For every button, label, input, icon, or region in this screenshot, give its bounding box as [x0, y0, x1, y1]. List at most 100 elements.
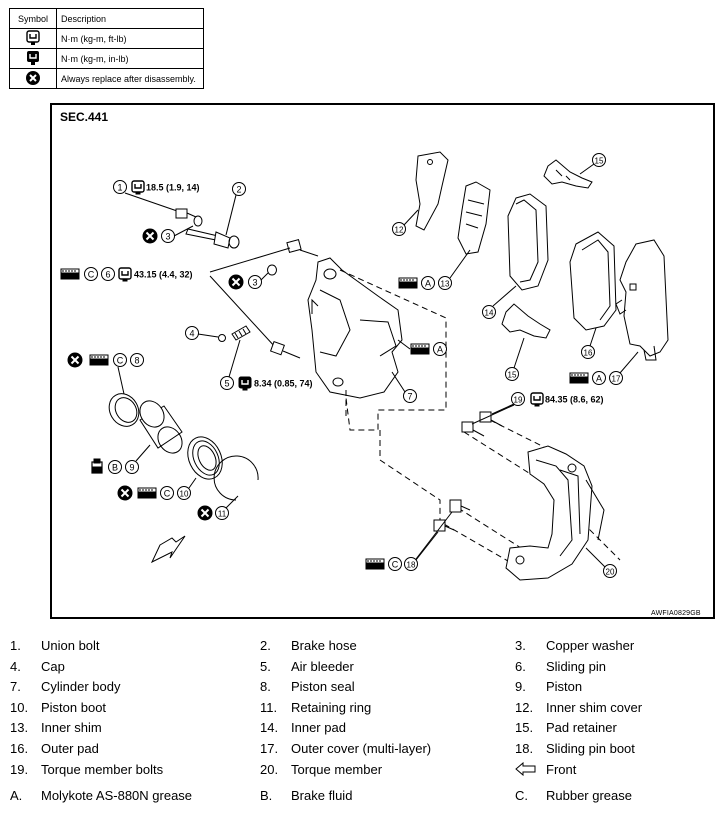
torque-label-6: 43.15 (4.4, 32)	[134, 270, 193, 280]
cylinder-body	[307, 257, 403, 399]
callout-c4: C	[388, 557, 402, 571]
svg-text:2: 2	[236, 185, 241, 195]
piston	[139, 400, 183, 454]
svg-text:5: 5	[224, 379, 229, 389]
callout-10: 10	[177, 486, 191, 500]
inner-pad	[507, 193, 549, 291]
svg-text:A: A	[425, 279, 431, 289]
callout-3: 3	[161, 229, 175, 243]
always-replace-icon	[228, 274, 244, 290]
callout-4: 4	[185, 326, 199, 340]
callout-19: 19	[511, 392, 525, 406]
inner-shim	[457, 181, 491, 255]
svg-text:4: 4	[189, 329, 194, 339]
svg-text:A: A	[596, 374, 602, 384]
callout-15: 15	[592, 153, 606, 167]
piston-boot	[187, 436, 223, 480]
outer-pad	[569, 231, 617, 331]
callout-9: 9	[125, 460, 139, 474]
brake-fluid-icon	[91, 458, 103, 474]
callout-8: 8	[130, 353, 144, 367]
callout-a: A	[433, 342, 447, 356]
symbol-table-header: Symbol Description	[9, 8, 204, 29]
callout-c: C	[84, 267, 98, 281]
callout-5: 5	[220, 376, 234, 390]
inner-shim-cover	[415, 151, 449, 231]
svg-text:B: B	[112, 463, 118, 473]
svg-text:C: C	[392, 560, 399, 570]
torque-label-1: 18.5 (1.9, 14)	[146, 183, 200, 193]
svg-text:C: C	[117, 356, 124, 366]
union-bolt	[175, 208, 203, 227]
always-replace-icon	[197, 505, 213, 521]
svg-text:9: 9	[129, 463, 134, 473]
symbol-table: Symbol Description N·m (kg-m, ft-lb) N·m…	[9, 8, 204, 89]
outer-cover	[615, 239, 669, 361]
callout-17: 17	[609, 371, 623, 385]
svg-text:3: 3	[252, 278, 257, 288]
grease-icon	[410, 343, 430, 355]
svg-text:7: 7	[407, 392, 412, 402]
svg-text:15: 15	[508, 371, 517, 380]
always-replace-icon	[67, 352, 83, 368]
callout-11: 11	[215, 506, 229, 520]
sliding-pin-boot-upper	[449, 499, 471, 513]
svg-text:8: 8	[134, 356, 139, 366]
grease-icon	[398, 277, 418, 289]
sliding-pin-lower	[269, 340, 301, 359]
always-replace-icon	[26, 70, 40, 85]
callout-2: 2	[232, 182, 246, 196]
svg-text:13: 13	[441, 280, 450, 289]
callout-14: 14	[482, 305, 496, 319]
sliding-pin-boot-lower	[433, 519, 455, 532]
svg-text:10: 10	[180, 490, 189, 499]
pad-retainer-top	[543, 159, 593, 189]
svg-text:C: C	[88, 270, 95, 280]
callout-7: 7	[403, 389, 417, 403]
sliding-pin-upper	[286, 239, 319, 257]
svg-text:15: 15	[595, 157, 604, 166]
callout-18: 18	[404, 557, 418, 571]
grease-icon	[60, 268, 80, 280]
front-arrow-icon	[150, 535, 186, 564]
pad-retainer-bottom	[501, 303, 551, 339]
always-replace-icon	[142, 228, 158, 244]
grease-icon	[365, 558, 385, 570]
section-label: SEC.441	[60, 110, 109, 124]
grease-icon	[89, 354, 109, 366]
retaining-ring	[213, 455, 259, 501]
air-bleeder	[231, 325, 251, 341]
callout-1: 1	[113, 180, 127, 194]
callout-13: 13	[438, 276, 452, 290]
torque-wrench-filled-icon	[27, 51, 39, 65]
figure-id: AWFIA0829GB	[651, 610, 701, 617]
svg-text:20: 20	[606, 568, 615, 577]
svg-text:18: 18	[407, 561, 416, 570]
svg-text:14: 14	[485, 309, 494, 318]
callout-20: 20	[603, 564, 617, 578]
grease-icon	[569, 372, 589, 384]
svg-text:19: 19	[514, 396, 523, 405]
callout-6: 6	[101, 267, 115, 281]
callout-15b: 15	[505, 367, 519, 381]
svg-text:12: 12	[395, 226, 404, 235]
callout-12: 12	[392, 222, 406, 236]
callout-c3: C	[160, 486, 174, 500]
svg-text:17: 17	[612, 375, 621, 384]
torque-member-bolt-lower	[461, 421, 485, 437]
copper-washer	[267, 264, 277, 276]
callout-b: B	[108, 460, 122, 474]
diagram-frame	[50, 103, 715, 619]
svg-text:A: A	[437, 345, 443, 355]
svg-text:11: 11	[218, 510, 227, 519]
callout-a3: A	[592, 371, 606, 385]
svg-text:C: C	[164, 489, 171, 499]
cap	[218, 334, 226, 342]
torque-label-5: 8.34 (0.85, 74)	[254, 379, 313, 389]
arrow-left-icon	[515, 761, 536, 777]
callout-16: 16	[581, 345, 595, 359]
callout-a2: A	[421, 276, 435, 290]
svg-text:6: 6	[105, 270, 110, 280]
brake-hose	[185, 228, 240, 249]
